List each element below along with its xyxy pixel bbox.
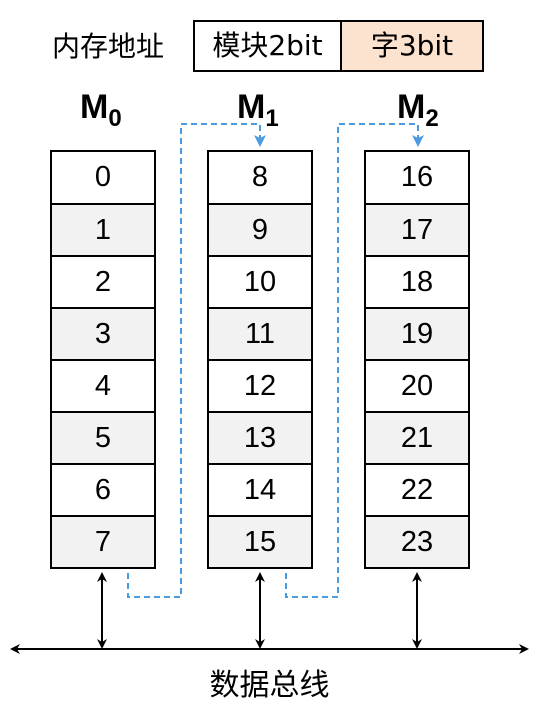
memory-cell: 23 — [366, 515, 468, 567]
module-subscript: 0 — [108, 105, 122, 132]
memory-bank-m1: 8 9 10 11 12 13 14 15 — [207, 150, 313, 569]
memory-cell: 16 — [400, 161, 434, 193]
memory-cell: 7 — [52, 515, 154, 567]
memory-cell: 5 — [52, 411, 154, 463]
data-bus-label: 数据总线 — [209, 668, 330, 703]
module-name: M — [397, 88, 426, 126]
memory-cell: 10 — [209, 255, 311, 307]
memory-cell: 22 — [366, 463, 468, 515]
memory-cell: 13 — [209, 411, 311, 463]
memory-cell: 14 — [209, 463, 311, 515]
module-bits-field: 模块2bit — [193, 20, 342, 72]
memory-cell: 12 — [209, 359, 311, 411]
memory-cell: 0 — [94, 161, 112, 193]
memory-cell: 19 — [366, 307, 468, 359]
module-subscript: 1 — [265, 105, 279, 132]
word-bits-field: 字3bit — [340, 20, 484, 72]
memory-cell: 11 — [209, 307, 311, 359]
address-format-label: 内存地址 — [52, 30, 165, 63]
module-title-m1: M1 — [237, 88, 279, 133]
module-name: M — [237, 88, 266, 126]
memory-bank-m2: 16 17 18 19 20 21 22 23 — [364, 150, 470, 569]
memory-cell: 18 — [366, 255, 468, 307]
interleave-path-m1-m2 — [285, 123, 424, 598]
memory-cell: 17 — [366, 203, 468, 255]
memory-cell: 4 — [52, 359, 154, 411]
memory-cell: 9 — [209, 203, 311, 255]
module-subscript: 2 — [425, 105, 439, 132]
module-title-m2: M2 — [397, 88, 439, 133]
memory-cell: 2 — [52, 255, 154, 307]
memory-cell: 1 — [52, 203, 154, 255]
memory-cell: 20 — [366, 359, 468, 411]
memory-cell: 3 — [52, 307, 154, 359]
module-name: M — [80, 88, 109, 126]
memory-cell: 15 — [209, 515, 311, 567]
module-title-m0: M0 — [80, 88, 122, 133]
memory-cell: 21 — [366, 411, 468, 463]
memory-cell: 8 — [251, 161, 269, 193]
memory-cell: 6 — [52, 463, 154, 515]
interleave-path-m0-m1 — [127, 123, 266, 598]
memory-bank-m0: 0 1 2 3 4 5 6 7 — [50, 150, 156, 569]
